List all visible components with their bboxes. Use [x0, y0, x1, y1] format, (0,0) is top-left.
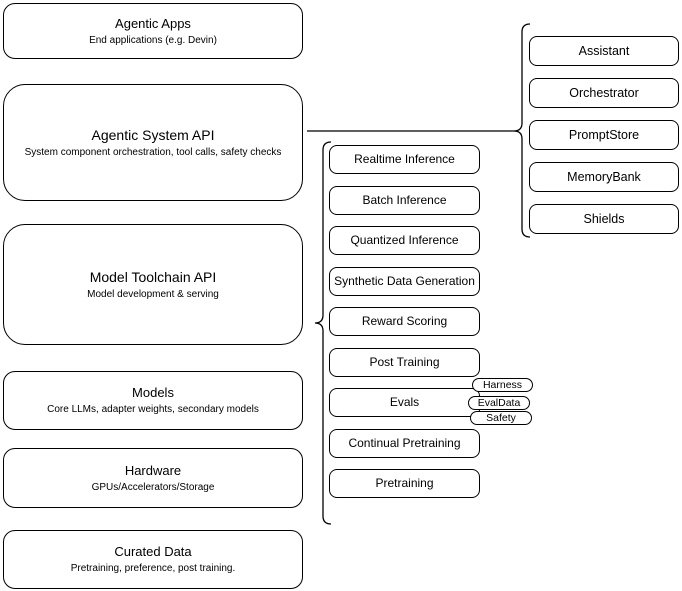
- node-agentic-apps[interactable]: Agentic Apps End applications (e.g. Devi…: [3, 3, 303, 59]
- toolchain-brace: [314, 141, 332, 525]
- tag-harness[interactable]: Harness: [472, 378, 533, 392]
- node-subtitle: Pretraining, preference, post training.: [70, 563, 236, 574]
- agentic-services-brace: [513, 23, 531, 238]
- node-subtitle: End applications (e.g. Devin): [89, 34, 217, 46]
- node-title: Model Toolchain API: [89, 268, 217, 285]
- node-post-training[interactable]: Post Training: [329, 347, 480, 377]
- node-agentic-system-api[interactable]: Agentic System API System component orch…: [3, 84, 303, 201]
- node-promptstore[interactable]: PromptStore: [529, 119, 679, 150]
- node-pretraining[interactable]: Pretraining: [329, 469, 480, 498]
- node-title: Hardware: [124, 462, 182, 478]
- node-title: Agentic System API: [91, 126, 215, 143]
- node-evals[interactable]: Evals: [329, 388, 480, 417]
- node-hardware[interactable]: Hardware GPUs/Accelerators/Storage: [3, 448, 303, 508]
- tag-evaldata[interactable]: EvalData: [468, 396, 530, 410]
- node-reward-scoring[interactable]: Reward Scoring: [329, 307, 480, 336]
- node-shields[interactable]: Shields: [529, 203, 679, 234]
- node-realtime-inference[interactable]: Realtime Inference: [329, 145, 480, 174]
- node-model-toolchain-api[interactable]: Model Toolchain API Model development & …: [3, 224, 303, 345]
- node-batch-inference[interactable]: Batch Inference: [329, 185, 480, 215]
- node-curated-data[interactable]: Curated Data Pretraining, preference, po…: [3, 530, 303, 589]
- node-models[interactable]: Models Core LLMs, adapter weights, secon…: [3, 371, 303, 430]
- node-subtitle: Model development & serving: [87, 288, 219, 300]
- node-title: Models: [132, 385, 174, 400]
- node-assistant[interactable]: Assistant: [529, 35, 679, 66]
- node-subtitle: Core LLMs, adapter weights, secondary mo…: [47, 404, 259, 415]
- node-subtitle: System component orchestration, tool cal…: [24, 146, 282, 158]
- node-title: Agentic Apps: [115, 15, 191, 31]
- node-title: Curated Data: [114, 544, 192, 559]
- node-subtitle: GPUs/Accelerators/Storage: [91, 481, 215, 493]
- tag-safety[interactable]: Safety: [470, 411, 532, 425]
- node-memorybank[interactable]: MemoryBank: [529, 161, 679, 192]
- node-orchestrator[interactable]: Orchestrator: [529, 77, 679, 108]
- node-quantized-inference[interactable]: Quantized Inference: [329, 226, 480, 255]
- node-synthetic-data-generation[interactable]: Synthetic Data Generation: [329, 266, 480, 296]
- node-continual-pretraining[interactable]: Continual Pretraining: [329, 428, 480, 458]
